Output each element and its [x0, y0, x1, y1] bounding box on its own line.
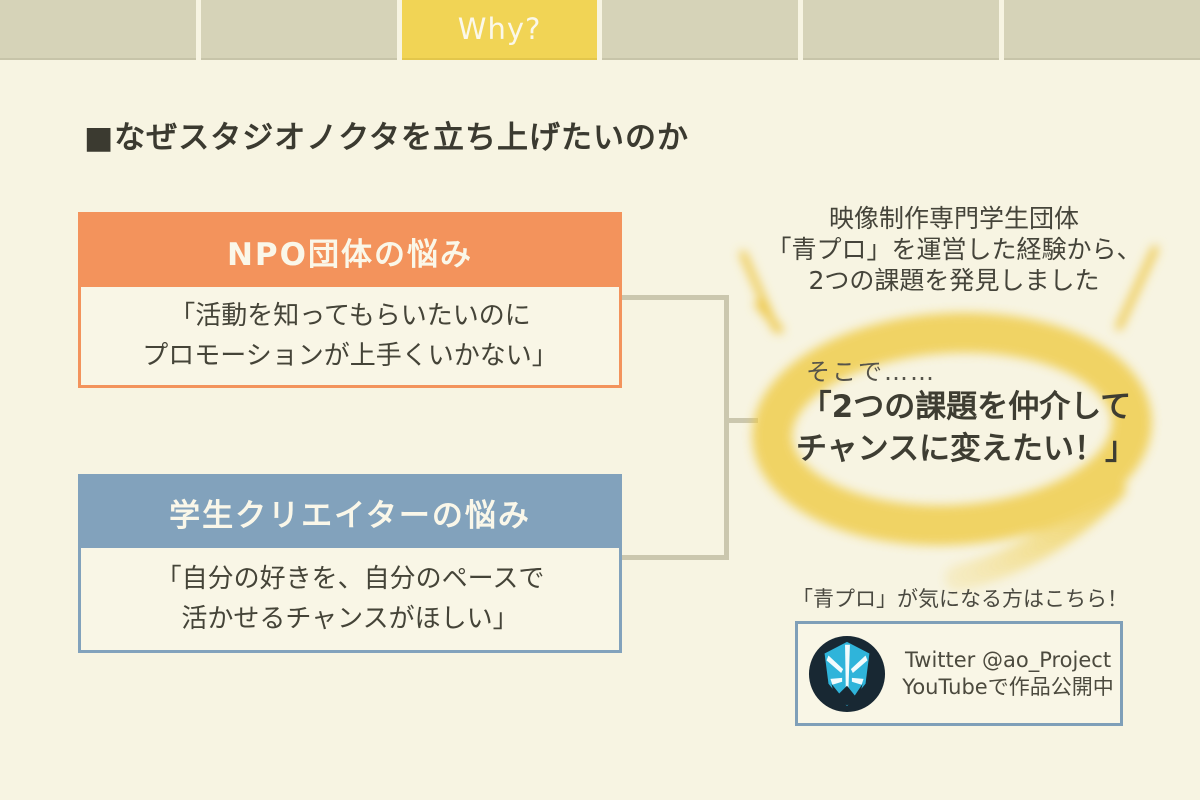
npo-problem-box: NPO団体の悩み 「活動を知ってもらいたいのに プロモーションが上手くいかない」 — [78, 212, 622, 388]
follow-label: 「青プロ」が気になる方はこちら！ — [792, 587, 1128, 611]
tab-1[interactable] — [0, 0, 196, 60]
intro-line2: 「青プロ」を運営した経験から、 — [766, 235, 1142, 264]
student-box-title: 学生クリエイターの悩み — [81, 477, 619, 548]
intro-line3: 2つの課題を発見しました — [808, 266, 1100, 295]
connector-top-line — [622, 295, 729, 300]
mission-quote: 「2つの課題を仲介して チャンスに変えたい！」 — [782, 386, 1150, 470]
page-title: ■なぜスタジオノクタを立ち上げたいのか — [84, 120, 690, 156]
quote-line1: 「2つの課題を仲介して — [800, 389, 1132, 425]
social-info-box[interactable]: Twitter @ao_Project YouTubeで作品公開中 — [795, 621, 1123, 726]
npo-box-title: NPO団体の悩み — [81, 215, 619, 287]
ao-project-logo-icon — [808, 635, 886, 712]
intro-line1: 映像制作専門学生団体 — [828, 204, 1079, 233]
connector-vertical-line — [724, 295, 729, 560]
student-box-body: 「自分の好きを、自分のペースで 活かせるチャンスがほしい」 — [81, 548, 619, 650]
student-body-line2: 活かせるチャンスがほしい」 — [181, 604, 519, 634]
experience-intro-text: 映像制作専門学生団体 「青プロ」を運営した経験から、 2つの課題を発見しました — [756, 203, 1152, 296]
tab-4[interactable] — [602, 0, 799, 60]
lead-in-text: そこで…… — [806, 358, 936, 386]
connector-bottom-line — [622, 555, 729, 560]
twitter-handle: Twitter @ao_Project — [904, 647, 1112, 672]
tab-2[interactable] — [200, 0, 397, 60]
tab-6[interactable] — [1004, 0, 1200, 60]
npo-body-line2: プロモーションが上手くいかない」 — [142, 341, 558, 371]
social-handles-text: Twitter @ao_Project YouTubeで作品公開中 — [902, 647, 1120, 701]
tab-bar: Why? — [0, 0, 1200, 60]
npo-box-body: 「活動を知ってもらいたいのに プロモーションが上手くいかない」 — [81, 287, 619, 385]
quote-line2: チャンスに変えたい！」 — [795, 431, 1137, 467]
tab-5[interactable] — [803, 0, 1000, 60]
tab-why[interactable]: Why? — [401, 0, 598, 60]
student-body-line1: 「自分の好きを、自分のペースで — [155, 564, 545, 594]
youtube-note: YouTubeで作品公開中 — [902, 674, 1114, 699]
npo-body-line1: 「活動を知ってもらいたいのに — [169, 301, 531, 331]
connector-stub-line — [729, 418, 758, 423]
student-problem-box: 学生クリエイターの悩み 「自分の好きを、自分のペースで 活かせるチャンスがほしい… — [78, 474, 622, 653]
